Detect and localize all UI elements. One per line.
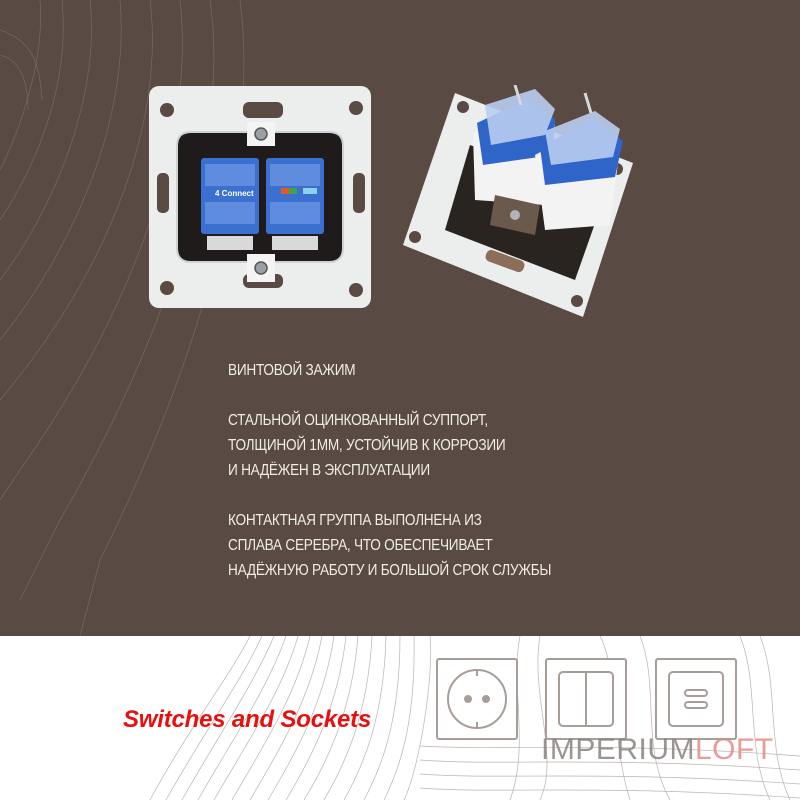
footer-contour-lines-decoration [149,636,800,800]
socket-module-angled-image [403,85,633,317]
feature-silver-contacts: КОНТАКТНАЯ ГРУППА ВЫПОЛНЕНА ИЗ СПЛАВА СЕ… [228,512,552,579]
double-switch-icon [545,658,627,740]
usb-charger-icon [655,658,737,740]
socket-module-front-image: 4 Connect [149,86,371,308]
brand-logo: IMPERIUMLOFT [541,733,774,767]
feature-screw-clamp: ВИНТОВОЙ ЗАЖИМ [228,362,356,379]
feature-list: ВИНТОВОЙ ЗАЖИМ СТАЛЬНОЙ ОЦИНКОВАННЫЙ СУП… [228,358,633,608]
feature-steel-support: СТАЛЬНОЙ ОЦИНКОВАННЫЙ СУППОРТ, ТОЛЩИНОЙ … [228,412,506,479]
brand-logo-part2: LOFT [695,733,774,766]
product-banner: 4 Connect ВИНТОВОЙ ЗАЖИМ СТАЛЬНОЙ ОЦИНКО… [0,0,800,636]
brand-logo-part1: IMPERIUM [541,733,695,766]
module-brand-label: 4 Connect [215,189,254,198]
tagline: Switches and Sockets [123,706,372,733]
socket-icon [436,658,518,740]
